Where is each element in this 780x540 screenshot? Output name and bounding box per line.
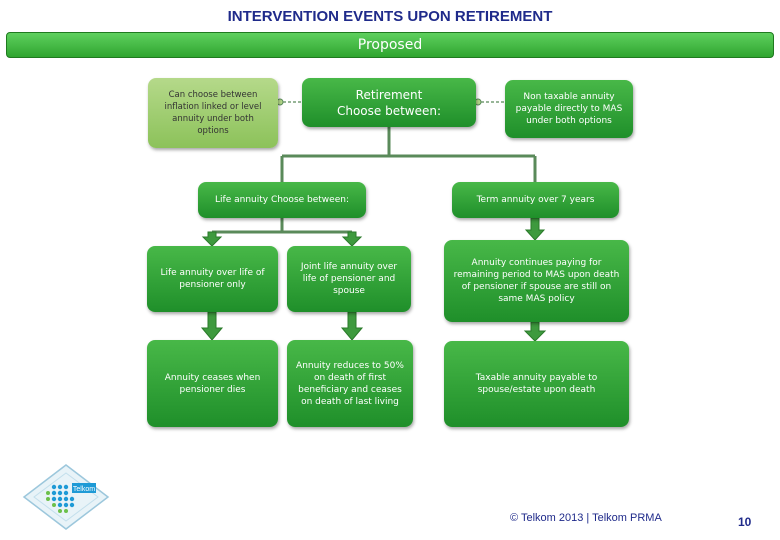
term-annuity-box: Term annuity over 7 years xyxy=(452,182,619,218)
proposed-banner: Proposed xyxy=(6,32,774,58)
arrow-4 xyxy=(200,311,224,341)
arrow-6 xyxy=(523,321,547,342)
annuity-continues-text: Annuity continues paying for remaining p… xyxy=(453,258,620,304)
annuity-reduces-text: Annuity reduces to 50% on death of first… xyxy=(296,360,404,407)
annuity-ceases-text: Annuity ceases when pensioner dies xyxy=(164,372,261,395)
tree-lines xyxy=(212,127,537,234)
life-annuity-pensioner-box: Life annuity over life of pensioner only xyxy=(147,246,278,312)
arrow-5 xyxy=(340,311,364,341)
life-annuity-pensioner-text: Life annuity over life of pensioner only xyxy=(160,268,265,290)
annuity-choice-note-text: Can choose between inflation linked or l… xyxy=(164,90,262,136)
arrow-3 xyxy=(524,217,546,241)
life-annuity-text: Life annuity Choose between: xyxy=(215,195,349,205)
taxable-annuity-box: Taxable annuity payable to spouse/estate… xyxy=(444,341,629,427)
annuity-continues-box: Annuity continues paying for remaining p… xyxy=(444,240,629,322)
page-number: 10 xyxy=(738,515,752,529)
telkom-logo: Telkom xyxy=(18,463,110,531)
page-title: INTERVENTION EVENTS UPON RETIREMENT xyxy=(227,8,553,25)
retirement-box: Retirement Choose between: xyxy=(302,78,476,127)
life-annuity-box: Life annuity Choose between: xyxy=(198,182,366,218)
joint-life-annuity-text: Joint life annuity over life of pensione… xyxy=(300,262,398,296)
arrow-1 xyxy=(201,231,223,247)
annuity-ceases-box: Annuity ceases when pensioner dies xyxy=(147,340,278,427)
retirement-subtitle: Choose between: xyxy=(336,103,442,118)
footer-copyright: © Telkom 2013 | Telkom PRMA xyxy=(510,512,662,524)
logo-text: Telkom xyxy=(73,486,95,493)
annuity-reduces-box: Annuity reduces to 50% on death of first… xyxy=(287,340,413,427)
non-taxable-annuity-note: Non taxable annuity payable directly to … xyxy=(505,80,633,138)
down-arrows xyxy=(200,217,547,342)
arrow-2 xyxy=(341,231,363,247)
term-annuity-text: Term annuity over 7 years xyxy=(476,195,595,205)
annuity-choice-note: Can choose between inflation linked or l… xyxy=(148,78,278,148)
taxable-annuity-text: Taxable annuity payable to spouse/estate… xyxy=(475,373,598,395)
non-taxable-annuity-text: Non taxable annuity payable directly to … xyxy=(515,92,623,126)
retirement-title: Retirement xyxy=(355,87,423,102)
joint-life-annuity-box: Joint life annuity over life of pensione… xyxy=(287,246,411,312)
